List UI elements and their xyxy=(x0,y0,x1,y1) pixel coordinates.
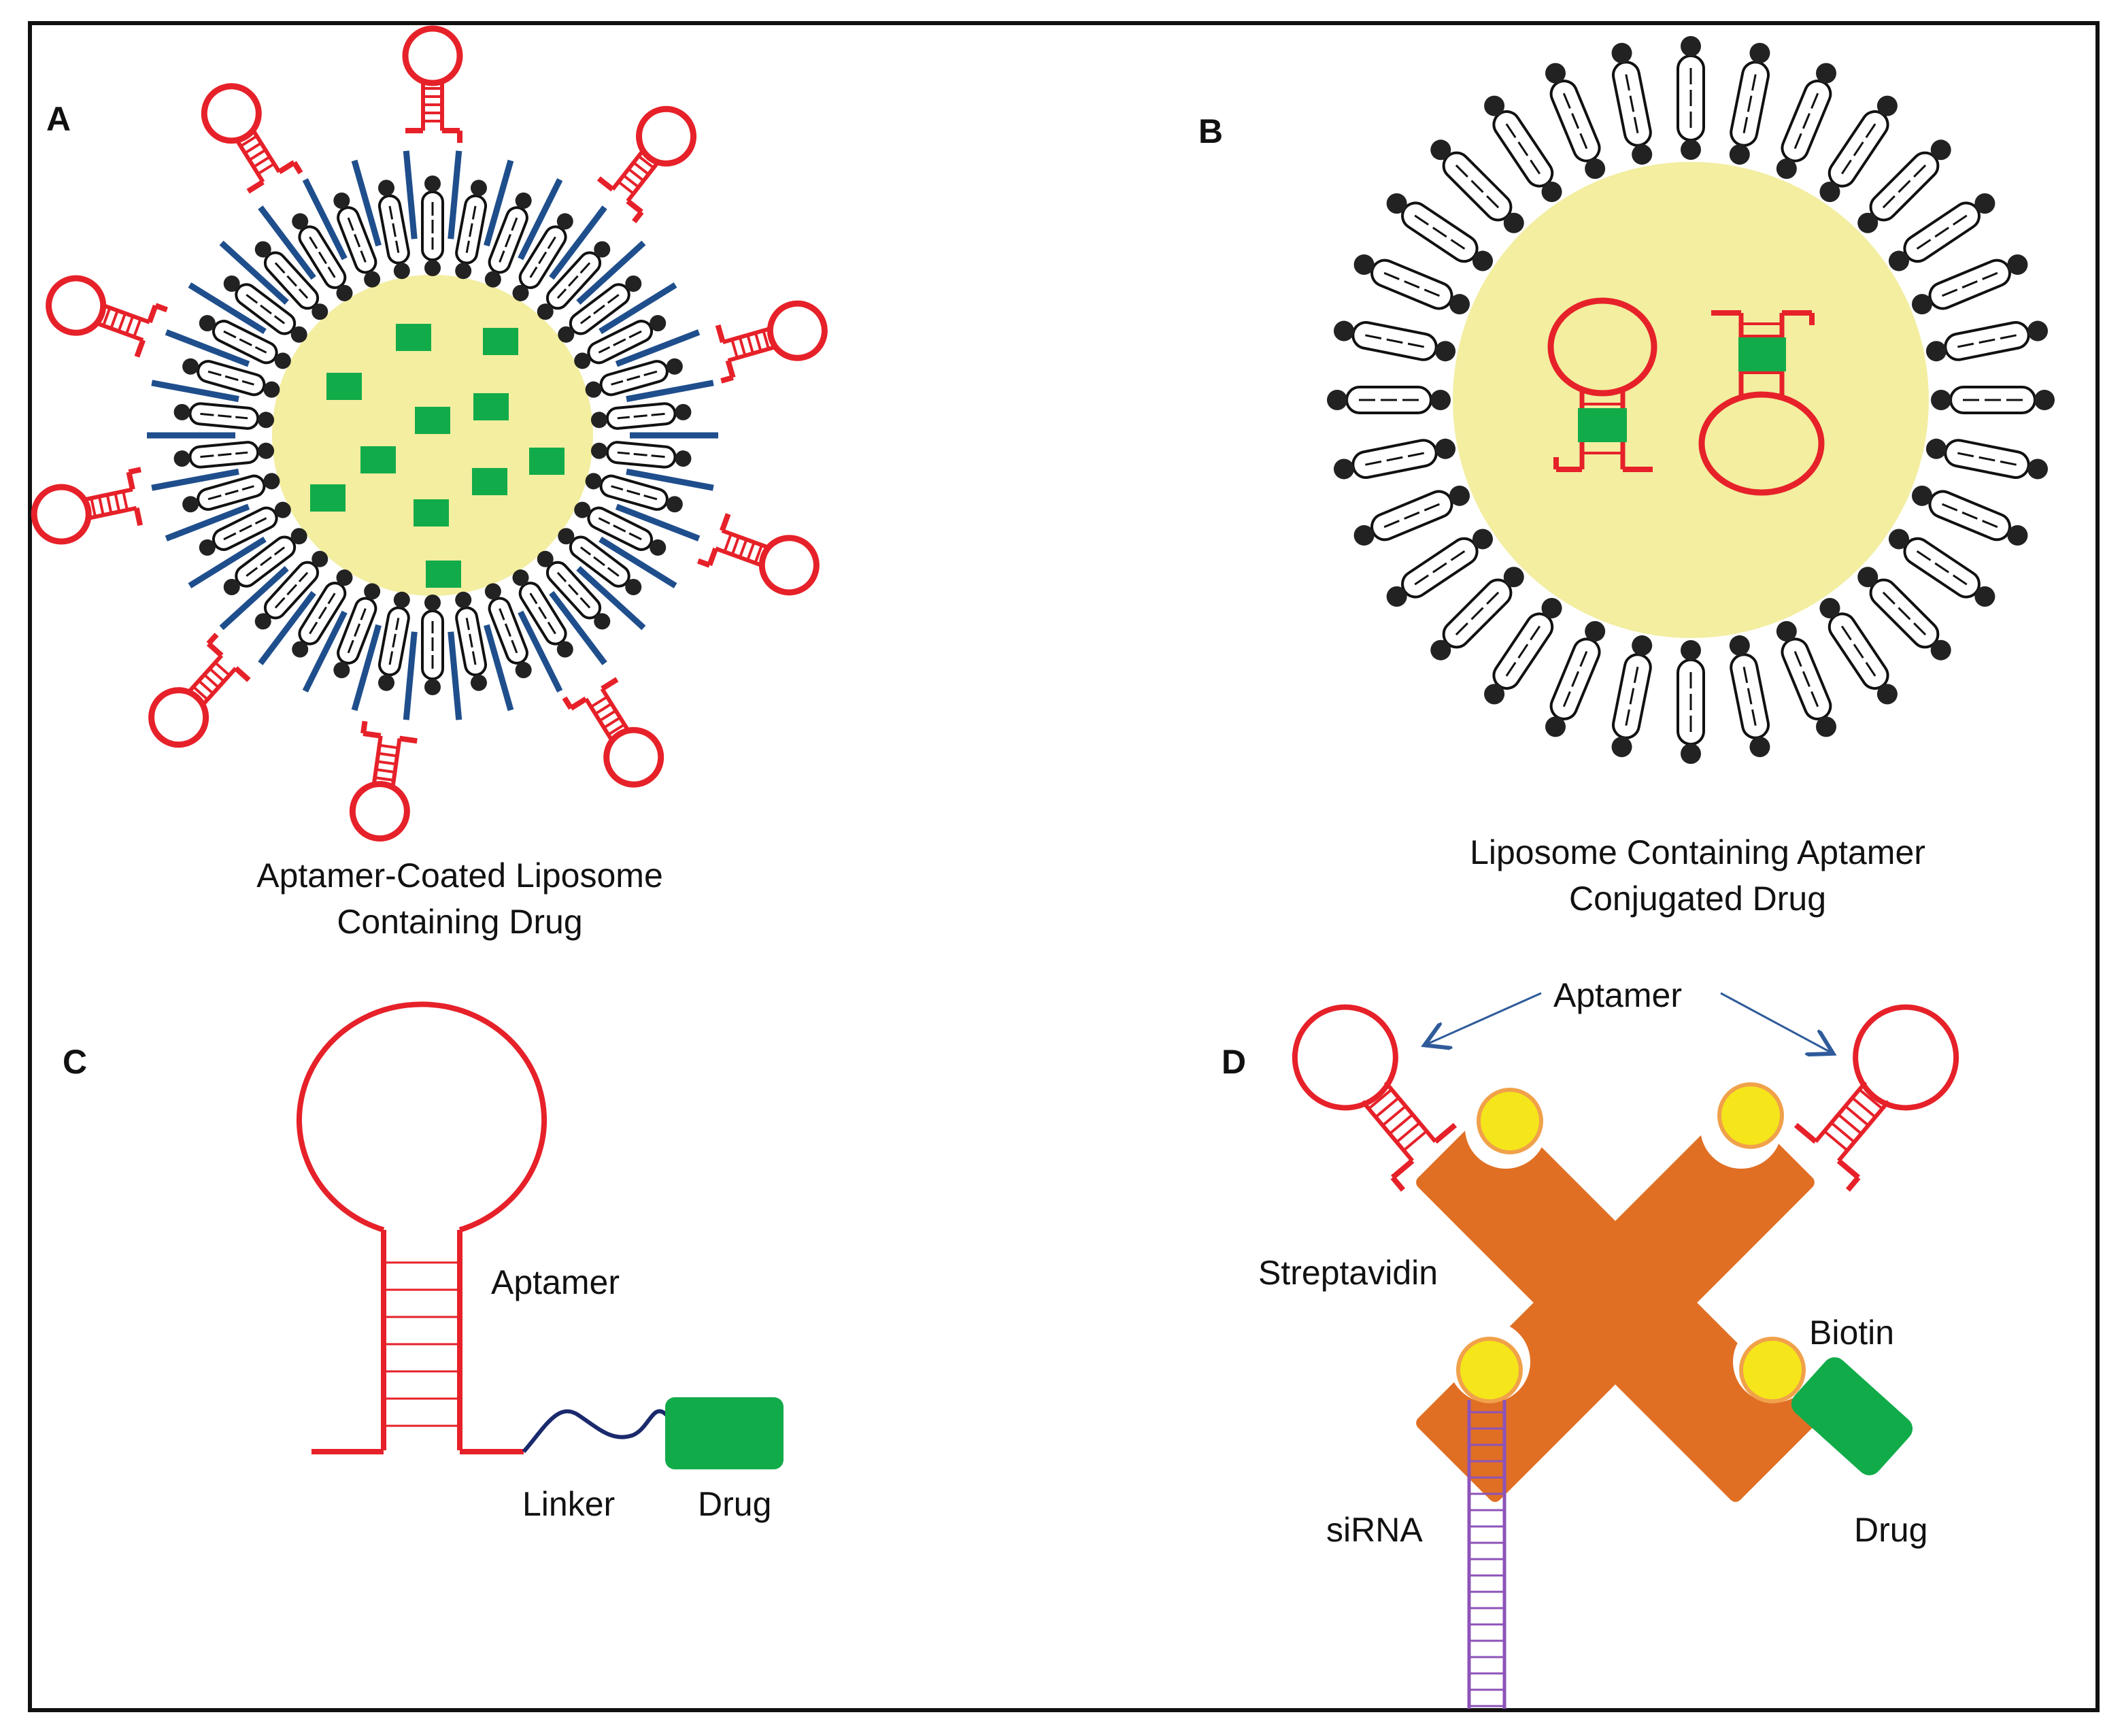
peg-linker xyxy=(599,282,677,335)
peg-linker xyxy=(576,240,646,305)
peg-linker xyxy=(518,610,563,692)
peg-linker xyxy=(258,205,316,280)
drug-particle xyxy=(529,448,565,475)
peg-linker xyxy=(484,624,514,712)
label-biotin: Biotin xyxy=(1809,1314,1894,1352)
peg-linker xyxy=(576,566,646,631)
panel-c-letter: C xyxy=(63,1043,87,1081)
drug-particle xyxy=(414,499,449,527)
drug-particle xyxy=(472,468,507,495)
drug-block xyxy=(665,1397,784,1469)
peg-linker xyxy=(258,590,316,665)
peg-linker xyxy=(188,536,267,588)
peg-linker xyxy=(351,159,382,247)
drug-particle xyxy=(360,446,396,473)
linker-chain xyxy=(522,1409,669,1453)
peg-linker xyxy=(219,240,289,305)
caption-b-line1: Liposome Containing Aptamer xyxy=(1470,833,1925,871)
label-streptavidin: Streptavidin xyxy=(1258,1254,1438,1292)
drug-particle xyxy=(426,561,461,588)
panel-d: D xyxy=(1222,976,1959,1709)
peg-linker xyxy=(599,536,677,588)
biotin-group xyxy=(1456,1082,1806,1403)
peg-linker xyxy=(615,329,701,367)
peg-linker xyxy=(448,631,462,720)
peg-linkers xyxy=(147,150,718,720)
peg-linker xyxy=(518,178,563,261)
peg-linker xyxy=(403,150,418,239)
label-sirna: siRNA xyxy=(1326,1511,1423,1549)
label-drug-d: Drug xyxy=(1854,1511,1927,1549)
conjugated-drug xyxy=(1738,337,1786,371)
label-drug-c: Drug xyxy=(698,1485,771,1523)
peg-linker xyxy=(484,159,514,247)
peg-linker xyxy=(549,205,607,280)
peg-linker xyxy=(151,468,239,491)
peg-linker xyxy=(302,178,348,261)
arrow-to-right-aptamer xyxy=(1720,992,1830,1052)
peg-linker xyxy=(351,624,382,712)
aptamer-hairpin xyxy=(297,1001,547,1454)
drug-particle xyxy=(483,328,518,355)
panel-a-letter: A xyxy=(46,100,71,138)
arrow-to-left-aptamer xyxy=(1428,992,1542,1044)
peg-linker xyxy=(165,329,250,367)
biotin xyxy=(1456,1337,1523,1403)
label-aptamer-d: Aptamer xyxy=(1553,976,1682,1014)
drug-particle xyxy=(310,484,346,512)
caption-b-line2: Conjugated Drug xyxy=(1569,880,1826,918)
liposome-core-b xyxy=(1453,162,1929,638)
biotin xyxy=(1477,1088,1543,1154)
panel-b-letter: B xyxy=(1198,112,1223,150)
peg-linker xyxy=(448,150,462,239)
peg-linker xyxy=(615,503,701,541)
peg-linker xyxy=(549,590,607,665)
peg-linker xyxy=(165,503,250,541)
panel-d-letter: D xyxy=(1222,1043,1246,1081)
encapsulated-drugs xyxy=(310,324,565,588)
aptamer-left xyxy=(1292,1004,1458,1192)
caption-a-line2: Containing Drug xyxy=(337,903,582,941)
streptavidin xyxy=(1416,1103,1815,1502)
aptamer-right xyxy=(1793,1004,1959,1192)
caption-a-line1: Aptamer-Coated Liposome xyxy=(256,856,663,895)
aptamer-drug-conjugate xyxy=(1547,297,1657,472)
drug-block-d xyxy=(1791,1357,1913,1475)
label-aptamer-c: Aptamer xyxy=(491,1263,620,1301)
drug-particle xyxy=(326,373,362,400)
peg-linker xyxy=(219,566,289,631)
sirna-duplex xyxy=(1467,1400,1506,1709)
aptamer-drug-conjugate xyxy=(1698,310,1825,496)
drug-particle xyxy=(415,407,450,434)
drug-particle xyxy=(473,393,509,420)
peg-linker xyxy=(302,610,348,692)
peg-linker xyxy=(151,380,239,403)
label-linker: Linker xyxy=(522,1485,615,1523)
peg-linker xyxy=(626,468,714,491)
peg-linker xyxy=(188,282,267,335)
biotin xyxy=(1739,1337,1806,1403)
conjugated-drug xyxy=(1578,408,1627,442)
drug-particle xyxy=(396,324,431,351)
peg-linker xyxy=(626,380,714,403)
panel-a: A Aptamer-Coated Liposome Containing Dru… xyxy=(29,29,831,941)
panel-b: B xyxy=(1198,35,2056,918)
peg-linker xyxy=(403,631,418,720)
panel-c: C Aptamer Linker Drug xyxy=(63,1001,784,1523)
liposome-core-a xyxy=(272,275,593,596)
biotin xyxy=(1717,1082,1784,1149)
